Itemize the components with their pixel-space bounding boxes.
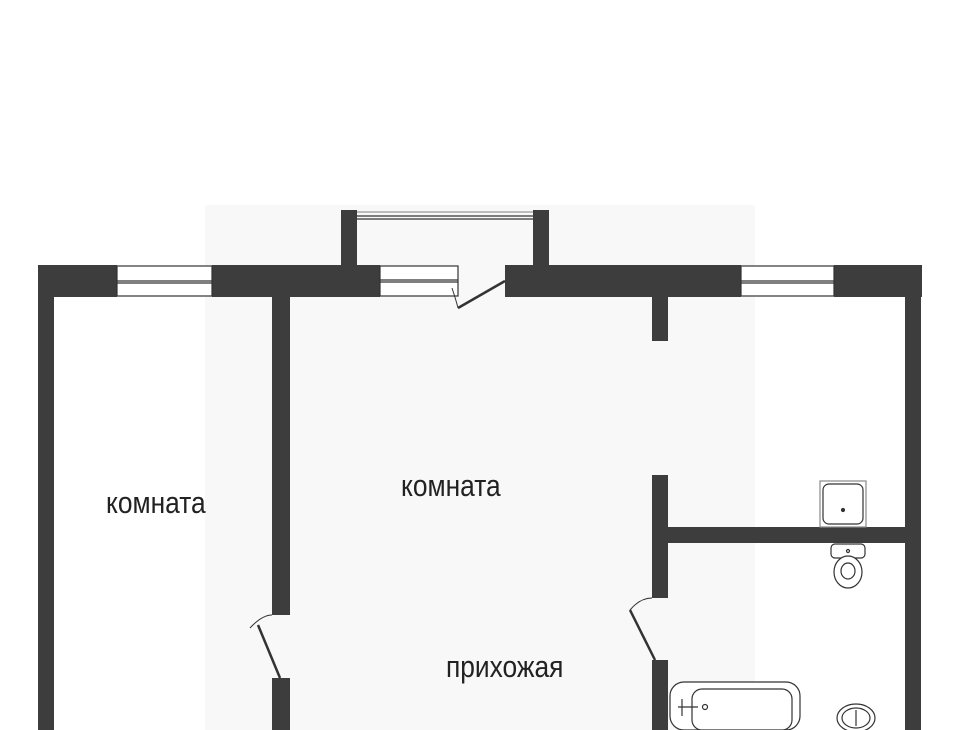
doors (249, 279, 657, 679)
toilet-icon (830, 543, 866, 589)
door (457, 279, 506, 310)
wall (38, 265, 54, 730)
walls (38, 210, 922, 730)
wall (505, 265, 741, 297)
balcony-wall (533, 210, 549, 270)
wall (272, 678, 290, 730)
wall (272, 297, 290, 615)
hallway-label: прихожая (446, 649, 564, 684)
wall (652, 297, 668, 341)
fixtures (669, 480, 876, 730)
wall (212, 265, 380, 297)
balcony-wall (341, 210, 357, 270)
door (256, 624, 282, 679)
room-label: комната (401, 468, 501, 503)
bathtub-icon (669, 681, 801, 730)
window (379, 265, 459, 297)
wall (652, 660, 668, 730)
room-label: комната (106, 485, 206, 520)
door (628, 609, 657, 661)
windows (116, 211, 835, 297)
wall (905, 265, 921, 730)
sink-icon (836, 703, 876, 730)
wall (652, 527, 905, 543)
